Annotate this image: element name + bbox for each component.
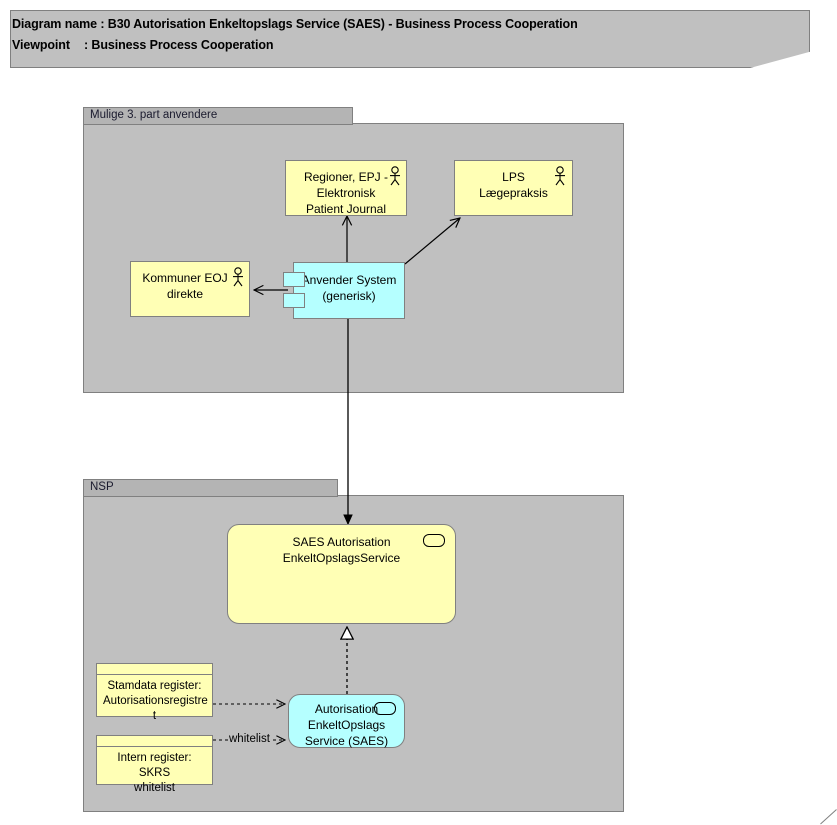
- component-icon-tab-top: [283, 272, 305, 287]
- service-icon: [423, 534, 445, 547]
- node-anvender-system-label: Anvender System (generisk): [301, 273, 397, 303]
- node-kommuner-eoj[interactable]: Kommuner EOJ direkte: [130, 261, 250, 317]
- node-regioner-epj[interactable]: Regioner, EPJ - Elektronisk Patient Jour…: [285, 160, 407, 216]
- node-stamdata-register[interactable]: Stamdata register: Autorisationsregistre…: [96, 663, 213, 722]
- data-object-band: [97, 736, 212, 747]
- viewpoint-value: : Business Process Cooperation: [84, 38, 274, 52]
- node-saes-autorisation-service[interactable]: SAES Autorisation EnkeltOpslagsService: [227, 524, 456, 624]
- node-autorisation-enkeltopslags-saes[interactable]: Autorisation EnkeltOpslags Service (SAES…: [288, 694, 405, 748]
- service-icon: [374, 702, 396, 715]
- viewpoint-key: Viewpoint: [12, 38, 70, 52]
- data-object-band: [97, 664, 212, 675]
- node-anvender-system[interactable]: Anvender System (generisk): [283, 262, 405, 319]
- group-nsp-label: NSP: [90, 481, 114, 493]
- viewpoint-line: Viewpoint : Business Process Cooperation: [12, 38, 274, 52]
- diagram-name-value: B30 Autorisation Enkeltopslags Service (…: [107, 17, 578, 31]
- node-kommuner-eoj-label: Kommuner EOJ direkte: [142, 271, 228, 301]
- node-saes-autorisation-service-label: SAES Autorisation EnkeltOpslagsService: [282, 535, 401, 565]
- node-lps-laegepraksis-label: LPS Lægepraksis: [479, 170, 548, 200]
- node-stamdata-register-label: Stamdata register: Autorisationsregistre…: [103, 680, 208, 722]
- group-nsp-tab: [83, 479, 338, 497]
- edge-label-whitelist: whitelist: [228, 733, 271, 745]
- node-intern-register-skrs-label: Intern register: SKRS whitelist: [117, 752, 192, 794]
- diagram-header-note: [10, 10, 810, 68]
- component-icon-tab-bottom: [283, 293, 305, 308]
- group-third-party-label: Mulige 3. part anvendere: [90, 109, 218, 121]
- diagram-name-key: Diagram name :: [12, 17, 105, 31]
- page-fold-icon: [819, 808, 837, 825]
- group-third-party-tab: [83, 107, 353, 125]
- node-autorisation-enkeltopslags-saes-label: Autorisation EnkeltOpslags Service (SAES…: [304, 702, 389, 748]
- node-lps-laegepraksis[interactable]: LPS Lægepraksis: [454, 160, 573, 216]
- node-regioner-epj-label: Regioner, EPJ - Elektronisk Patient Jour…: [303, 170, 389, 216]
- node-intern-register-skrs[interactable]: Intern register: SKRS whitelist: [96, 735, 213, 794]
- diagram-name-line: Diagram name : B30 Autorisation Enkeltop…: [12, 17, 578, 31]
